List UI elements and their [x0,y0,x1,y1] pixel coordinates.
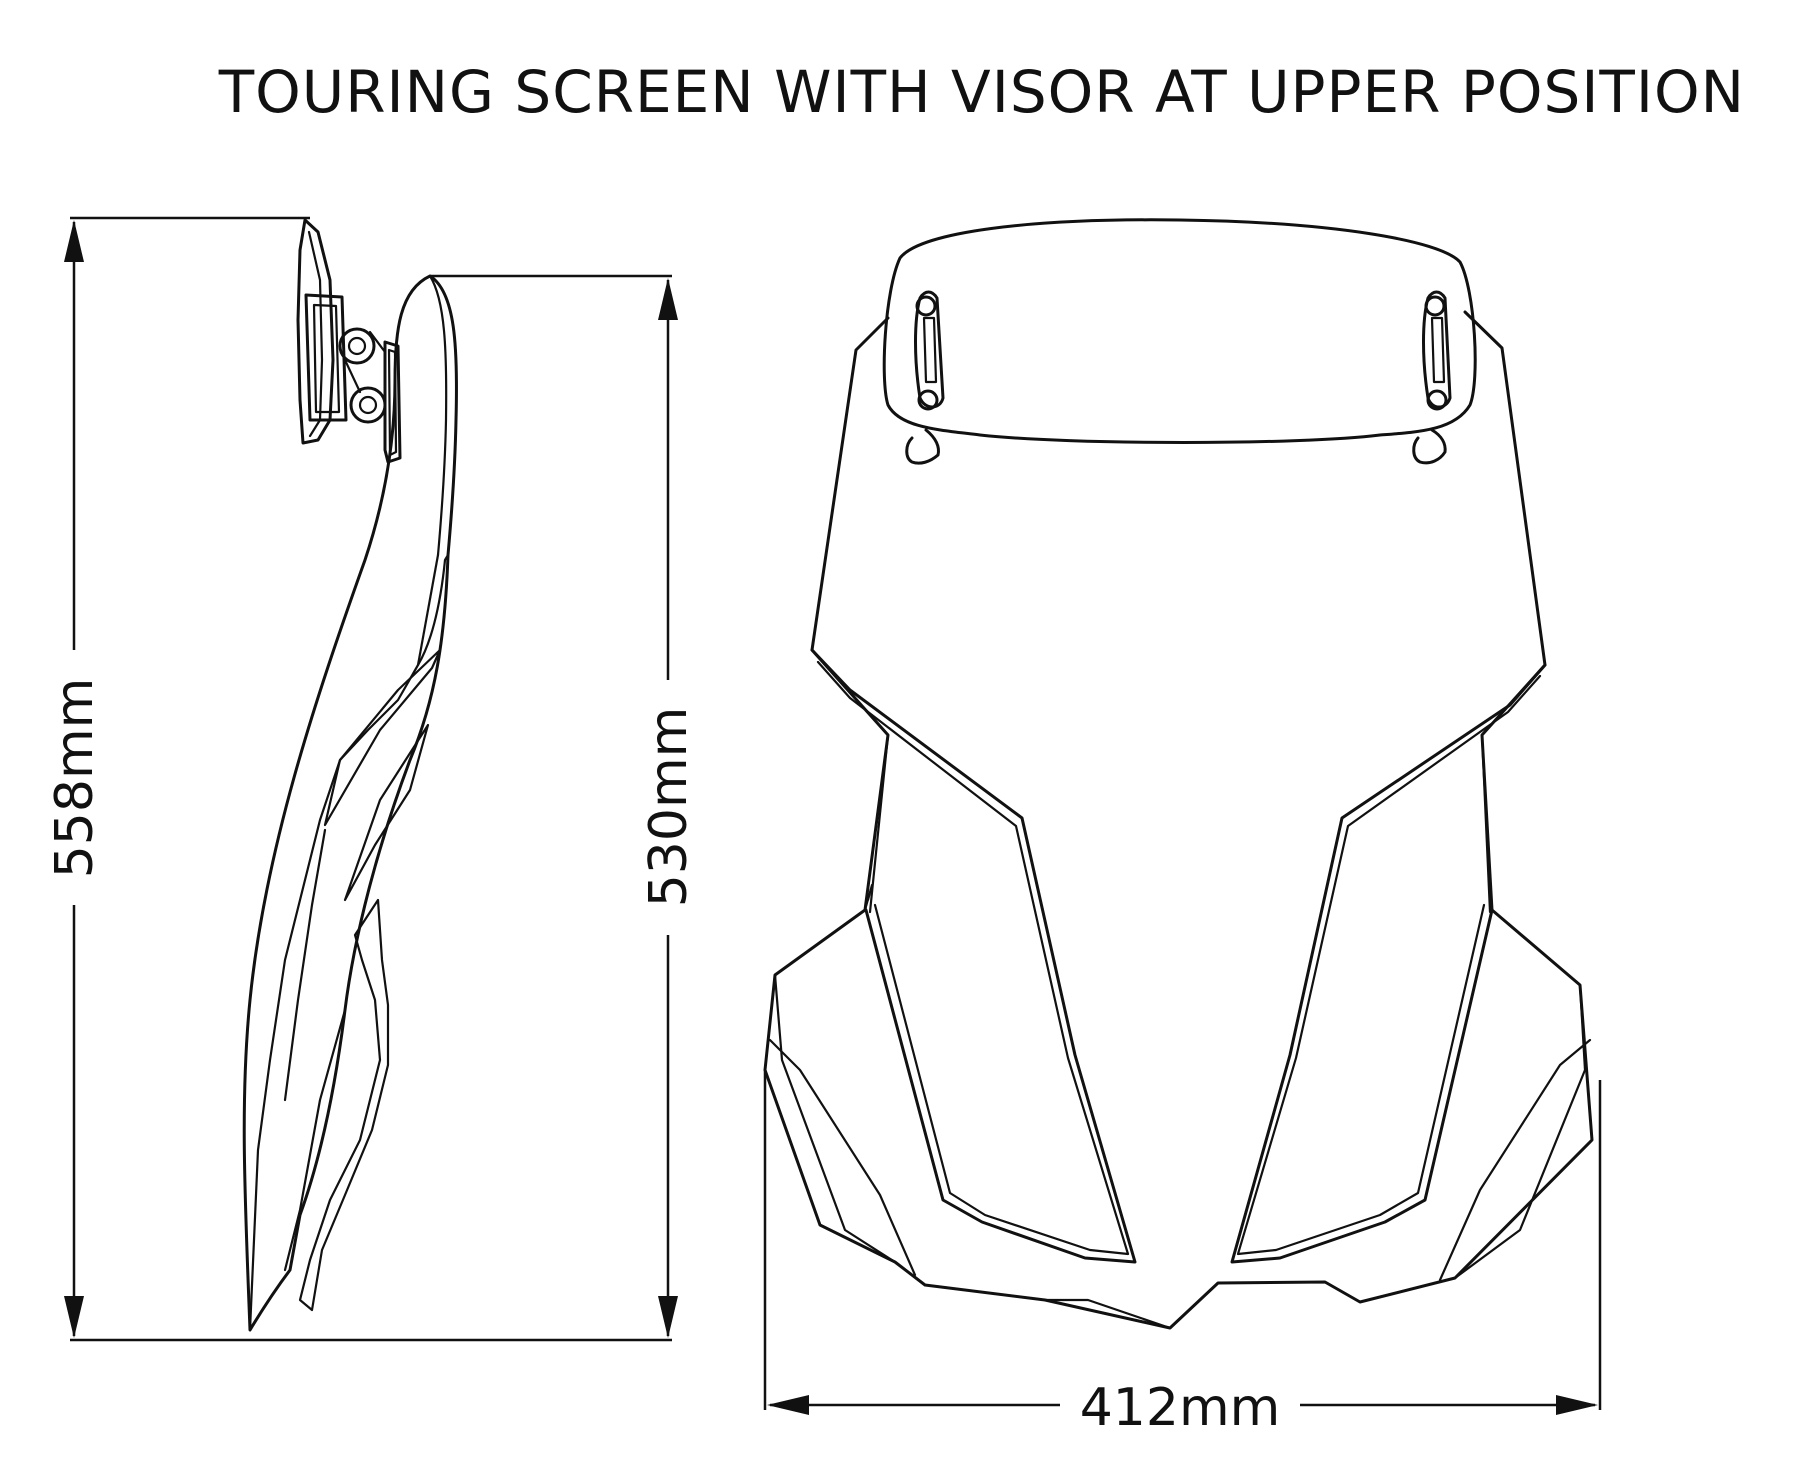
side-bracket [304,293,348,422]
label-558mm: 558mm [45,678,105,879]
front-right-arm-inner [1236,674,1542,1256]
side-view [242,218,459,1332]
drawing-title: TOURING SCREEN WITH VISOR AT UPPER POSIT… [218,58,1745,126]
side-facet-5 [283,828,327,1102]
dimension-screen-height: 530mm [639,278,699,1338]
label-412mm: 412mm [1080,1378,1281,1438]
front-left-lower-wing [773,883,897,1264]
front-right-arm-outer [1230,663,1547,1264]
visor-screw-bottom-right [1426,389,1448,411]
side-screen-outline [242,274,459,1332]
side-knob-lower [349,386,387,424]
side-mount-plate [383,340,402,464]
front-right-center-edge [1480,733,1492,914]
dimension-width: 412mm [763,1070,1602,1438]
side-mount-plate-inner [387,348,398,457]
visor-tab-left [905,428,940,465]
visor-tab-right [1412,428,1447,465]
front-right-wing-facet [1438,1038,1592,1282]
visor-screw-bottom-left [917,389,939,411]
visor-screw-top-right [1424,295,1446,317]
side-facet-3 [298,898,390,1312]
front-left-center-edge [868,733,890,914]
side-knob-upper-inner [347,336,367,356]
side-knob-lower-inner [358,395,378,415]
side-inner-line-1 [428,274,448,557]
side-knob-link [343,330,387,394]
front-visor-slot-right-inner [1430,316,1446,384]
side-extension-lines [70,216,672,1342]
side-facet-2 [343,723,430,902]
front-visor-slot-left-inner [922,316,938,384]
dimension-total-height: 558mm [45,220,105,1338]
side-visor-inner [307,230,324,438]
side-knob-upper [338,327,376,365]
visor-screw-top-left [915,295,937,317]
front-right-lower-wing [1453,983,1587,1280]
side-inner-line-2 [248,553,450,1332]
front-view [763,310,1594,1330]
front-left-wing-facet [768,1038,917,1277]
front-bottom-notch [1043,1298,1172,1330]
front-screen-outline [763,310,1594,1330]
side-inner-line-3 [416,553,440,667]
label-530mm: 530mm [639,707,699,908]
front-left-arm-inner [816,660,1130,1256]
front-visor-slot-right [1422,290,1452,409]
front-left-arm-outer [810,648,1137,1264]
side-bracket-inner [312,303,341,414]
front-visor-slot-left [914,290,945,409]
side-facet-4 [283,1008,347,1272]
side-visor-outline [296,218,335,445]
front-visor-outline [882,218,1477,444]
front-visor [882,218,1477,465]
side-facet-1 [323,648,442,827]
